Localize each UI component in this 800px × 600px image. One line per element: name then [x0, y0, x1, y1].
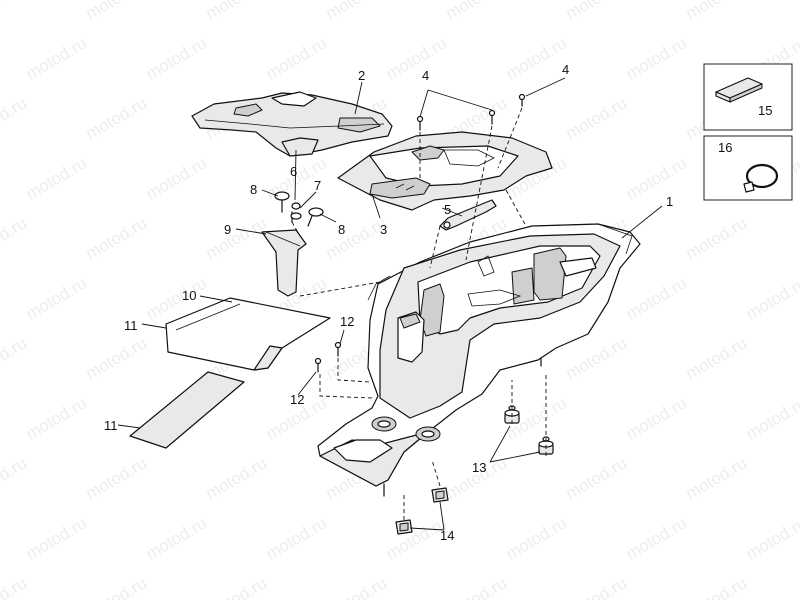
inset-box-16 — [703, 135, 793, 201]
watermark-text: motod.ru — [23, 393, 91, 443]
watermark-text: motod.ru — [563, 93, 631, 143]
watermark-text: motod.ru — [383, 33, 451, 83]
watermark-text: motod.ru — [323, 573, 391, 600]
part-1-rear-body — [317, 223, 641, 497]
watermark-text: motod.ru — [623, 273, 691, 323]
watermark-text: motod.ru — [683, 333, 751, 383]
watermark-text: motod.ru — [443, 573, 511, 600]
callout-11-a: 11 — [124, 318, 138, 333]
watermark-text: motod.ru — [503, 33, 571, 83]
callout-1: 1 — [666, 194, 673, 209]
watermark-text: motod.ru — [143, 513, 211, 563]
watermark-text: motod.ru — [0, 93, 30, 143]
watermark-text: motod.ru — [743, 273, 800, 323]
watermark-text: motod.ru — [563, 453, 631, 503]
watermark-text: motod.ru — [143, 33, 211, 83]
watermark-text: motod.ru — [0, 213, 30, 263]
callout-8-b: 8 — [338, 222, 345, 237]
watermark-text: motod.ru — [83, 213, 151, 263]
callout-4-b: 4 — [562, 62, 569, 77]
watermark-text: motod.ru — [83, 93, 151, 143]
watermark-text: motod.ru — [623, 33, 691, 83]
watermark-text: motod.ru — [83, 453, 151, 503]
watermark-text: motod.ru — [323, 213, 391, 263]
watermark-text: motod.ru — [563, 0, 631, 23]
part-14-clips — [395, 487, 449, 535]
callout-11-b: 11 — [104, 418, 118, 433]
watermark-text: motod.ru — [0, 453, 30, 503]
watermark-text: motod.ru — [23, 273, 91, 323]
callout-9: 9 — [224, 222, 231, 237]
watermark-text: motod.ru — [0, 333, 30, 383]
watermark-text: motod.ru — [563, 573, 631, 600]
watermark-text: motod.ru — [323, 0, 391, 23]
callout-4-a: 4 — [422, 68, 429, 83]
callout-8-a: 8 — [250, 182, 257, 197]
callout-15: 15 — [758, 103, 772, 118]
watermark-text: motod.ru — [623, 513, 691, 563]
watermark-text: motod.ru — [623, 393, 691, 443]
watermark-text: motod.ru — [683, 213, 751, 263]
callout-7: 7 — [314, 178, 321, 193]
callout-labels: 1 2 3 4 4 5 6 7 8 8 9 10 11 11 12 12 13 … — [104, 62, 772, 543]
part-11-mat-lower — [129, 371, 245, 449]
watermark-text: motod.ru — [83, 573, 151, 600]
watermark-text: motod.ru — [23, 33, 91, 83]
watermark-text: motod.ru — [683, 0, 751, 23]
inset-box-15 — [703, 63, 793, 131]
callout-2: 2 — [358, 68, 365, 83]
callout-16: 16 — [718, 140, 732, 155]
watermark-text: motod.ru — [0, 573, 30, 600]
watermark-text: motod.ru — [503, 513, 571, 563]
watermark-text: motod.ru — [203, 453, 271, 503]
fasteners-4-12 — [314, 93, 526, 373]
callout-6: 6 — [290, 164, 297, 179]
callout-12-b: 12 — [290, 392, 304, 407]
assembly-dashed-lines — [291, 107, 547, 520]
callout-14: 14 — [440, 528, 454, 543]
part-2-undertray-cover — [191, 91, 393, 157]
watermark-text: motod.ru — [263, 33, 331, 83]
watermark-text: motod.ru — [743, 393, 800, 443]
part-5-bracket — [439, 199, 497, 231]
callout-13: 13 — [472, 460, 486, 475]
part-10-11-mat-upper — [165, 297, 331, 371]
part-3-inner-tray — [337, 131, 553, 211]
watermark-text: motod.ru — [623, 153, 691, 203]
watermark-text: motod.ru — [23, 513, 91, 563]
parts-6-7-8-fasteners — [274, 191, 324, 227]
callout-12-a: 12 — [340, 314, 354, 329]
watermark-text: motod.ru — [683, 573, 751, 600]
callout-10: 10 — [182, 288, 196, 303]
watermark-text: motod.ru — [23, 153, 91, 203]
watermark-text: motod.ru — [683, 453, 751, 503]
watermark-text: motod.ru — [203, 213, 271, 263]
leader-lines — [117, 77, 663, 531]
watermark-text: motod.ru — [143, 153, 211, 203]
watermark-text: motod.ru — [203, 0, 271, 23]
watermark-text: motod.ru — [743, 513, 800, 563]
watermark-text: motod.ru — [0, 0, 30, 23]
watermark-text: motod.ru — [83, 333, 151, 383]
callout-3: 3 — [380, 222, 387, 237]
watermark-text: motod.ru — [83, 0, 151, 23]
callout-5: 5 — [444, 202, 451, 217]
watermark-text: motod.ru — [203, 573, 271, 600]
watermark-text: motod.ru — [443, 0, 511, 23]
watermark-text: motod.ru — [263, 513, 331, 563]
